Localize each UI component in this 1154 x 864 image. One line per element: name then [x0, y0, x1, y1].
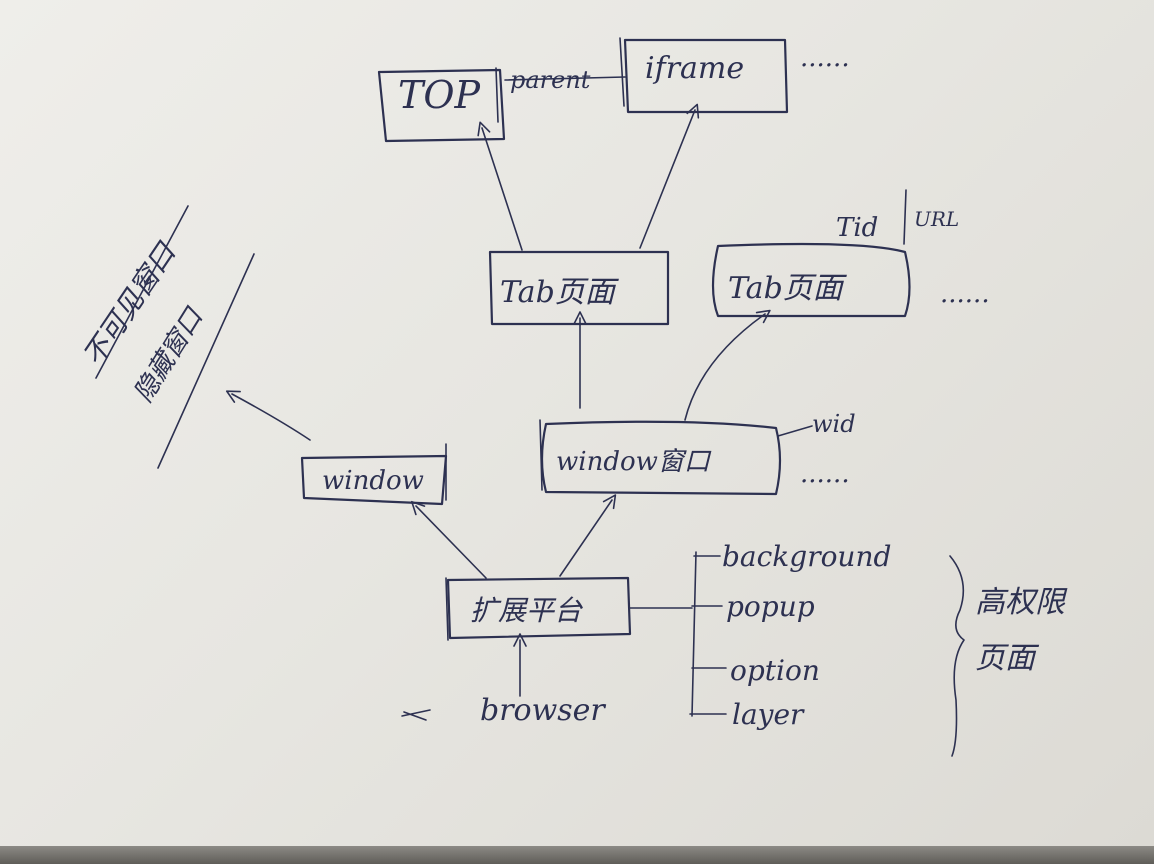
invisible-window-notes: 不可见窗口 隐藏窗口	[76, 205, 255, 469]
extension-platform-box: 扩展平台	[445, 576, 632, 641]
iframe-ellipsis: ......	[800, 43, 850, 73]
tab-page-label-1: Tab页面	[500, 275, 620, 310]
window-label-2: window窗口	[556, 447, 712, 477]
browser-node: browser	[401, 693, 606, 728]
top-box: TOP	[377, 67, 506, 143]
window-ellipsis: ......	[800, 459, 850, 489]
arrow-platform-to-window2	[559, 494, 617, 577]
iframe-label: iframe	[645, 51, 744, 86]
layer-label: layer	[732, 698, 805, 731]
wid-label: wid	[812, 410, 856, 438]
window-box-2: window窗口 wid ......	[539, 410, 856, 496]
tid-url-annotation: Tid URL	[836, 189, 959, 245]
arrow-platform-to-window1	[411, 500, 487, 579]
arrow-window-to-tab2	[684, 309, 771, 421]
tab-page-label-2: Tab页面	[728, 271, 848, 306]
extension-platform-label: 扩展平台	[470, 594, 583, 627]
background-label: background	[722, 540, 891, 573]
page-label: 页面	[975, 641, 1040, 676]
grouping-brace	[949, 555, 965, 757]
desk-edge	[0, 846, 1154, 864]
tid-label: Tid	[836, 213, 878, 243]
tab-ellipsis: ......	[940, 279, 990, 309]
invisible-window-label-2: 隐藏窗口	[128, 302, 210, 408]
scribble-mark	[401, 709, 431, 721]
option-label: option	[730, 654, 820, 687]
tab-page-box-2: Tab页面 ......	[711, 242, 990, 318]
url-label: URL	[914, 207, 959, 231]
iframe-box: iframe ......	[619, 37, 850, 114]
arrow-tab-to-top	[477, 121, 523, 251]
popup-label: popup	[726, 590, 815, 623]
high-privilege-tree: background popup option layer 高权限 页面	[629, 540, 1068, 757]
browser-label: browser	[480, 693, 606, 728]
tab-page-box-1: Tab页面	[488, 250, 670, 326]
arrow-tab-to-iframe	[639, 103, 700, 249]
top-label: TOP	[398, 73, 481, 117]
window-label-1: window	[322, 466, 424, 496]
window-box-1: window	[300, 443, 448, 506]
arrow-window-to-hidden	[225, 390, 311, 441]
high-privilege-label: 高权限	[975, 585, 1068, 620]
parent-link: parent	[504, 66, 626, 94]
